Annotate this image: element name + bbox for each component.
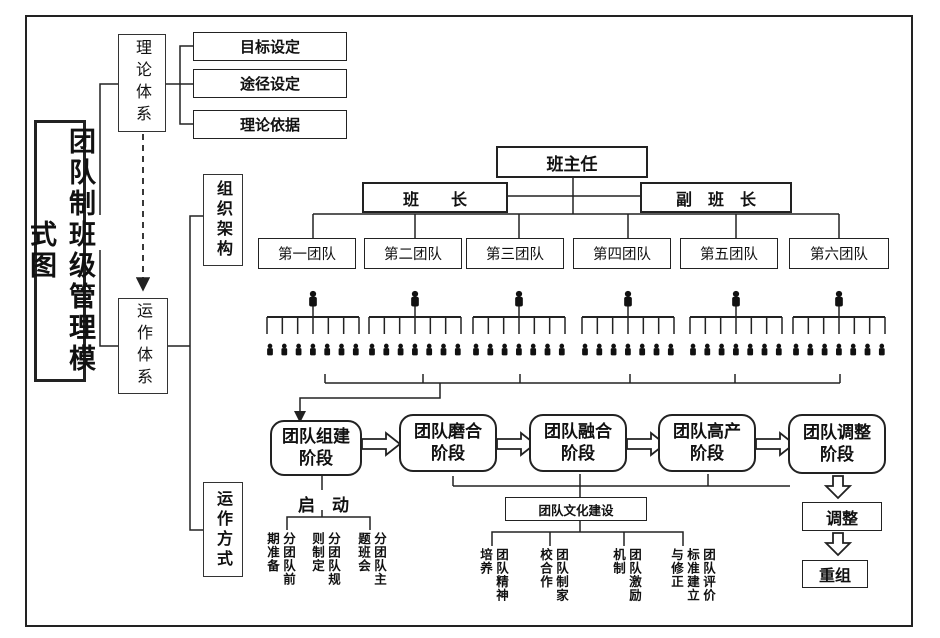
- stage-performing: 团队高产阶段: [658, 414, 756, 472]
- leader-person-icon: [835, 290, 843, 307]
- team-box-2: 第二团队: [364, 238, 462, 269]
- start-item-prep: 分团队前期准备: [265, 532, 296, 586]
- member-person-icon: [440, 343, 447, 356]
- member-person-icon: [793, 343, 799, 356]
- member-person-icon: [383, 343, 390, 356]
- member-person-icon: [850, 343, 857, 356]
- culture-item-evaluation: 团队评价标准建立与修正: [669, 548, 716, 602]
- member-person-icon: [412, 343, 418, 356]
- member-person-icon: [338, 343, 345, 356]
- member-person-icon: [426, 343, 433, 356]
- member-person-icon: [516, 343, 522, 356]
- regroup-down-arrow: [823, 532, 853, 557]
- head-teacher-box: 班主任: [496, 146, 648, 178]
- team-box-6: 第六团队: [789, 238, 889, 269]
- stage-arrow-2: [496, 431, 537, 457]
- member-person-icon: [718, 343, 725, 356]
- member-person-icon: [281, 343, 288, 356]
- member-person-icon: [821, 343, 828, 356]
- member-person-icon: [864, 343, 871, 356]
- method-box: 运作方式: [203, 482, 243, 577]
- theory-system-box: 理论体系: [118, 34, 166, 132]
- member-person-icon: [653, 343, 660, 356]
- team-box-1: 第一团队: [258, 238, 356, 269]
- leader-person-icon: [515, 290, 523, 307]
- member-person-icon: [761, 343, 768, 356]
- member-person-icon: [530, 343, 537, 356]
- member-person-icon: [807, 343, 814, 356]
- title-bracket-lower: [99, 250, 118, 347]
- culture-item-spirit: 团队精神培养: [478, 548, 509, 602]
- theory-item-basis: 理论依据: [193, 110, 347, 139]
- stage-arrow-4: [755, 431, 796, 457]
- member-person-icon: [352, 343, 359, 356]
- member-person-icon: [775, 343, 782, 356]
- member-person-icon: [558, 343, 565, 356]
- member-person-icon: [310, 343, 316, 356]
- member-person-icon: [836, 343, 842, 356]
- member-person-icon: [610, 343, 617, 356]
- stage-formation: 团队组建阶段: [270, 420, 362, 476]
- member-person-icon: [639, 343, 646, 356]
- monitor-box: 班 长: [362, 182, 508, 213]
- adjust-down-arrow: [823, 475, 853, 500]
- member-person-icon: [267, 343, 273, 356]
- stage-integration: 团队融合阶段: [529, 414, 627, 472]
- theory-item-path: 途径设定: [193, 69, 347, 98]
- member-person-icon: [487, 343, 494, 356]
- member-person-icon: [747, 343, 754, 356]
- title-bracket: [99, 83, 118, 215]
- stage-adjusting: 团队调整阶段: [788, 414, 886, 474]
- member-person-icon: [501, 343, 508, 356]
- org-structure-box: 组织架构: [203, 174, 243, 266]
- member-person-icon: [454, 343, 461, 356]
- culture-box: 团队文化建设: [505, 497, 647, 521]
- stage-storming: 团队磨合阶段: [399, 414, 497, 472]
- team-box-4: 第四团队: [573, 238, 671, 269]
- start-item-rules: 分团队规则制定: [310, 532, 341, 586]
- leader-person-icon: [411, 290, 419, 307]
- start-item-meeting: 分团队主题班会: [356, 532, 387, 586]
- main-title: 团队制班级管理模式图: [25, 120, 95, 382]
- stage-arrow-1: [361, 431, 402, 457]
- theory-item-goal: 目标设定: [193, 32, 347, 61]
- start-label: 启 动: [298, 496, 349, 516]
- culture-item-incentive: 团队激励机制: [611, 548, 642, 602]
- culture-item-home-school: 团队制家校合作: [538, 548, 569, 602]
- member-person-icon: [667, 343, 674, 356]
- member-person-icon: [878, 343, 885, 356]
- member-person-icon: [690, 343, 696, 356]
- vice-monitor-box: 副 班 长: [640, 182, 792, 213]
- member-person-icon: [596, 343, 603, 356]
- member-person-icon: [324, 343, 331, 356]
- member-person-icon: [369, 343, 375, 356]
- leader-person-icon: [624, 290, 632, 307]
- leader-person-icon: [732, 290, 740, 307]
- member-person-icon: [473, 343, 479, 356]
- leader-person-icon: [309, 290, 317, 307]
- member-person-icon: [544, 343, 551, 356]
- member-person-icon: [582, 343, 588, 356]
- member-person-icon: [295, 343, 302, 356]
- regroup-box: 重组: [802, 560, 868, 588]
- team-box-5: 第五团队: [680, 238, 778, 269]
- operation-system-box: 运作体系: [118, 298, 168, 394]
- member-person-icon: [625, 343, 631, 356]
- member-person-icon: [397, 343, 404, 356]
- adjust-box: 调整: [802, 502, 882, 531]
- member-person-icon: [704, 343, 711, 356]
- team-box-3: 第三团队: [466, 238, 564, 269]
- outer-frame: [25, 15, 913, 627]
- member-person-icon: [733, 343, 739, 356]
